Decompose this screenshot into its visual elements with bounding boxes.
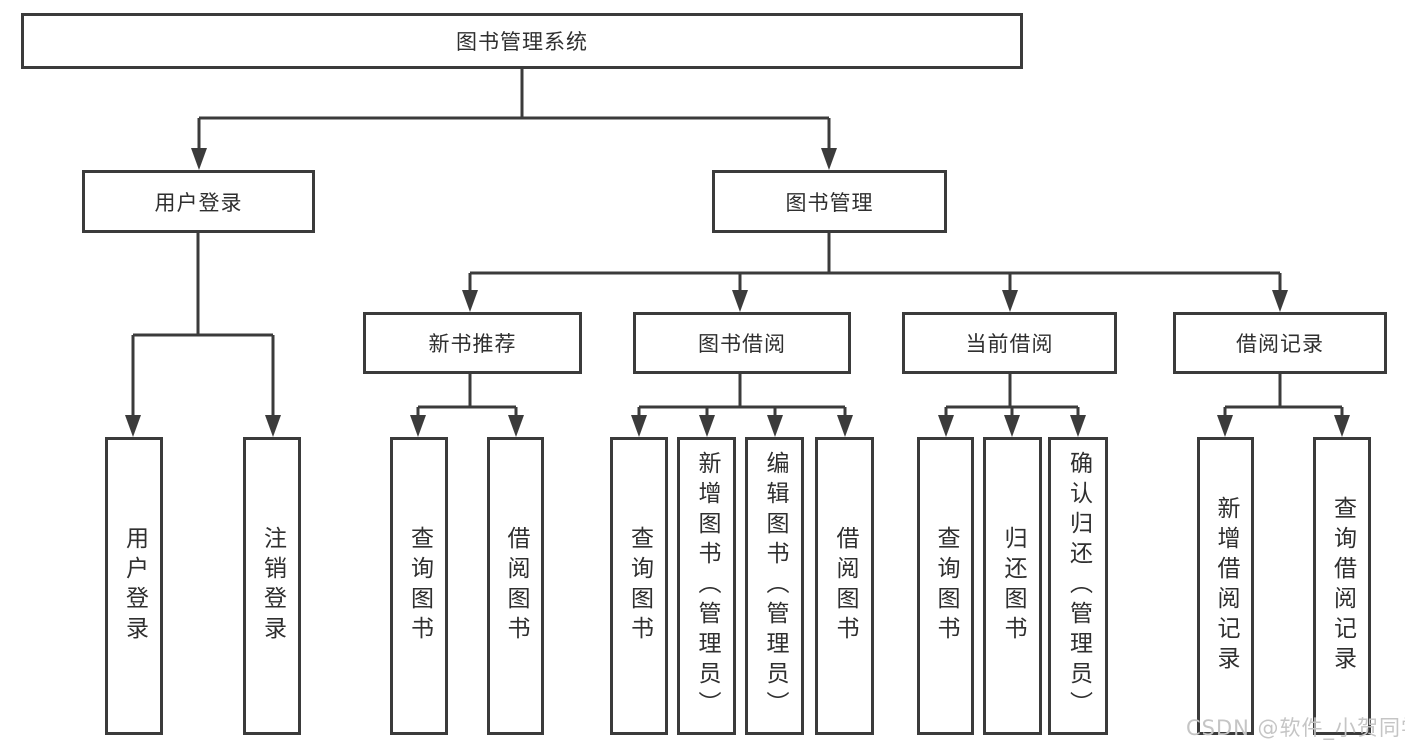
node-book-management: 图书管理: [712, 170, 947, 233]
node-root-label: 图书管理系统: [456, 30, 588, 54]
leaf-query-books-recommend-label: 查询图书: [406, 526, 433, 646]
leaf-query-books-current: 查询图书: [917, 437, 974, 735]
csdn-watermark: CSDN @软件_小贺同学: [1186, 716, 1405, 740]
leaf-add-borrow-record-label: 新增借阅记录: [1213, 496, 1239, 676]
leaf-edit-books-admin: 编辑图书（管理员）: [745, 437, 804, 735]
leaf-borrow-books-borrowing: 借阅图书: [815, 437, 874, 735]
node-book-borrowing-label: 图书借阅: [698, 332, 786, 356]
leaf-logout: 注销登录: [243, 437, 301, 735]
leaf-edit-books-admin-label: 编辑图书（管理员）: [762, 451, 788, 721]
leaf-borrow-books-recommend: 借阅图书: [487, 437, 544, 735]
leaf-logout-label: 注销登录: [259, 526, 286, 646]
node-new-book-recommend: 新书推荐: [363, 312, 582, 374]
node-root-library-system: 图书管理系统: [21, 13, 1023, 69]
leaf-borrow-books-recommend-label: 借阅图书: [503, 526, 529, 646]
node-book-management-label: 图书管理: [785, 190, 874, 215]
leaf-query-books-borrowing-label: 查询图书: [626, 526, 653, 646]
leaf-confirm-return-admin: 确认归还（管理员）: [1048, 437, 1108, 735]
leaf-query-books-borrowing: 查询图书: [610, 437, 668, 735]
node-new-book-recommend-label: 新书推荐: [428, 332, 517, 356]
leaf-return-books-label: 归还图书: [1000, 526, 1026, 646]
leaf-query-books-current-label: 查询图书: [933, 526, 959, 646]
node-user-login-label: 用户登录: [154, 190, 243, 215]
node-borrowing-records-label: 借阅记录: [1236, 332, 1324, 356]
node-user-login: 用户登录: [82, 170, 315, 233]
node-borrowing-records: 借阅记录: [1173, 312, 1387, 374]
leaf-query-borrow-record-label: 查询借阅记录: [1329, 496, 1356, 676]
leaf-add-books-admin: 新增图书（管理员）: [677, 437, 736, 735]
leaf-confirm-return-admin-label: 确认归还（管理员）: [1065, 451, 1092, 721]
node-current-borrowing-label: 当前借阅: [965, 332, 1054, 356]
leaf-query-books-recommend: 查询图书: [390, 437, 448, 735]
leaf-return-books: 归还图书: [983, 437, 1042, 735]
leaf-borrow-books-borrowing-label: 借阅图书: [832, 526, 858, 646]
leaf-add-books-admin-label: 新增图书（管理员）: [694, 451, 720, 721]
leaf-add-borrow-record: 新增借阅记录: [1197, 437, 1254, 735]
leaf-query-borrow-record: 查询借阅记录: [1313, 437, 1371, 735]
node-current-borrowing: 当前借阅: [902, 312, 1117, 374]
node-book-borrowing: 图书借阅: [633, 312, 851, 374]
leaf-user-login-label: 用户登录: [121, 526, 148, 646]
leaf-user-login: 用户登录: [105, 437, 163, 735]
